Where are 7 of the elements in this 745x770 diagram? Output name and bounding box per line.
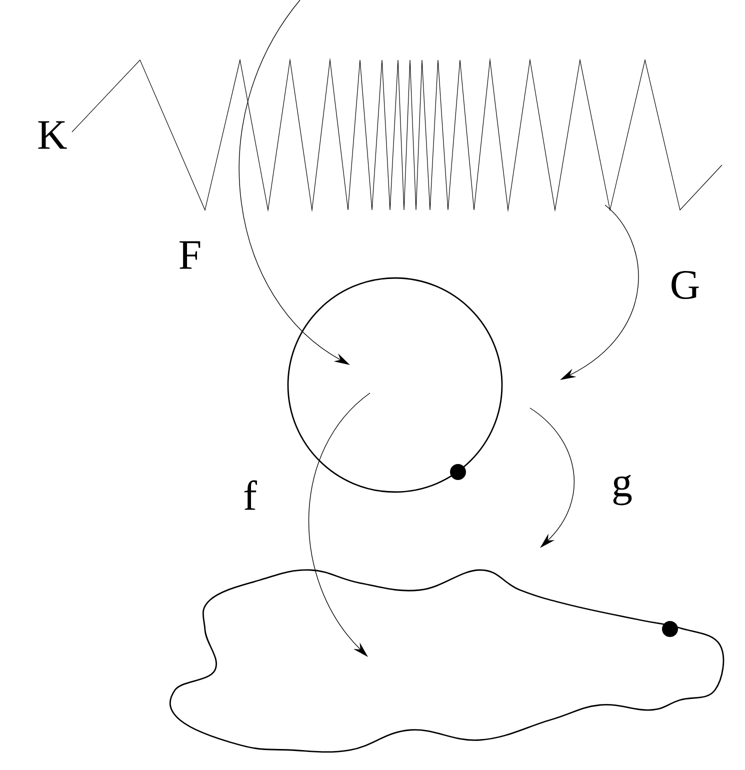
edge-label: f (244, 480, 257, 510)
edge-label: G (672, 270, 699, 300)
zigzag-drawing: K (38, 57, 722, 212)
circle-drawing (287, 277, 503, 493)
edge-label: F (180, 241, 200, 269)
blob-drawing (169, 569, 724, 753)
edge-label: g (613, 474, 632, 506)
